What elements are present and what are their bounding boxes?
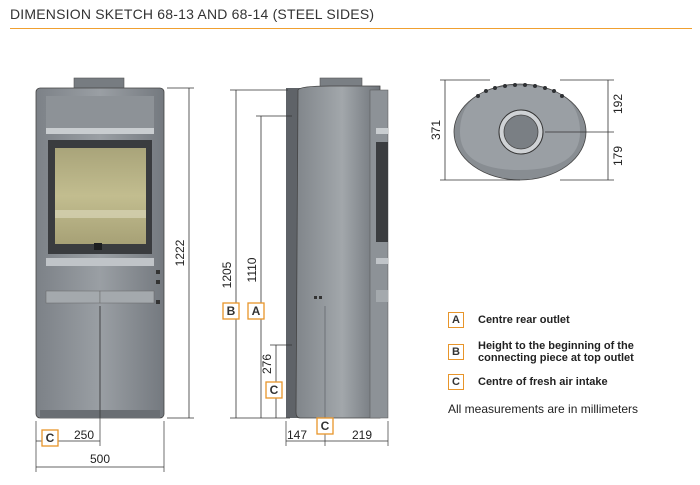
side-b-height-label: 1205 bbox=[220, 261, 234, 288]
front-top-panel bbox=[46, 96, 154, 130]
legend-item-b: B Height to the beginning of the connect… bbox=[448, 340, 638, 364]
side-mid-trim bbox=[376, 258, 388, 264]
side-c-height-label: 276 bbox=[260, 354, 274, 374]
front-glass bbox=[55, 148, 146, 244]
side-marker-a-box bbox=[247, 302, 265, 320]
top-vent-holes bbox=[476, 83, 564, 98]
side-a-height-label: 1110 bbox=[245, 257, 259, 282]
front-marker-c-box bbox=[41, 429, 59, 447]
front-view: 1222 500 250 C bbox=[35, 77, 194, 472]
side-marker-c-box bbox=[265, 381, 283, 399]
legend-item-a: A Centre rear outlet bbox=[448, 312, 570, 328]
legend-c-text: Centre of fresh air intake bbox=[478, 376, 608, 388]
front-mid-trim bbox=[46, 258, 154, 266]
side-marker-c-text: C bbox=[270, 383, 279, 397]
side-marker-b-text: B bbox=[227, 304, 236, 318]
front-control-3 bbox=[156, 300, 160, 304]
top-lower-label: 179 bbox=[611, 146, 625, 166]
front-ash-drawer-right bbox=[99, 290, 155, 304]
legend-c-box: C bbox=[448, 374, 464, 390]
front-offset-label: 250 bbox=[74, 428, 94, 442]
side-depth-marker-c-text: C bbox=[321, 419, 330, 433]
top-upper-label: 192 bbox=[611, 94, 625, 114]
top-view: 371 192 179 bbox=[429, 79, 625, 181]
side-depth-front-label: 219 bbox=[352, 428, 372, 442]
side-door-edge bbox=[376, 142, 388, 242]
legend-item-c: C Centre of fresh air intake bbox=[448, 374, 608, 390]
front-width-label: 500 bbox=[90, 452, 110, 466]
front-control-2 bbox=[156, 280, 160, 284]
side-marker-b-box bbox=[222, 302, 240, 320]
front-logs bbox=[55, 210, 146, 218]
legend-b-box: B bbox=[448, 344, 464, 360]
side-body bbox=[295, 85, 381, 419]
side-front-panel bbox=[369, 89, 389, 419]
side-marker-a-text: A bbox=[252, 304, 261, 318]
front-door-handle bbox=[94, 243, 102, 250]
top-total-label: 371 bbox=[429, 120, 443, 140]
front-ash-drawer-left bbox=[45, 290, 101, 304]
measurement-note: All measurements are in millimeters bbox=[448, 402, 639, 416]
side-vent-2 bbox=[319, 296, 322, 299]
front-marker-c-text: C bbox=[46, 431, 55, 445]
legend-b-text: Height to the beginning of the connectin… bbox=[478, 340, 634, 364]
top-flue-opening bbox=[503, 114, 539, 150]
side-drawer-edge bbox=[376, 290, 388, 302]
legend-a-text: Centre rear outlet bbox=[478, 314, 570, 326]
front-height-label: 1222 bbox=[173, 239, 187, 266]
front-top-trim bbox=[46, 128, 154, 134]
title-divider bbox=[10, 28, 692, 29]
page-title: DIMENSION SKETCH 68-13 AND 68-14 (STEEL … bbox=[10, 6, 375, 22]
side-vent-1 bbox=[314, 296, 317, 299]
side-top-trim bbox=[376, 128, 388, 134]
side-depth-marker-c-box bbox=[316, 417, 334, 435]
legend-a-box: A bbox=[448, 312, 464, 328]
side-view: 1205 1110 276 B A C 147 219 C bbox=[220, 77, 389, 446]
side-depth-back-label: 147 bbox=[287, 428, 307, 442]
front-control-1 bbox=[156, 270, 160, 274]
